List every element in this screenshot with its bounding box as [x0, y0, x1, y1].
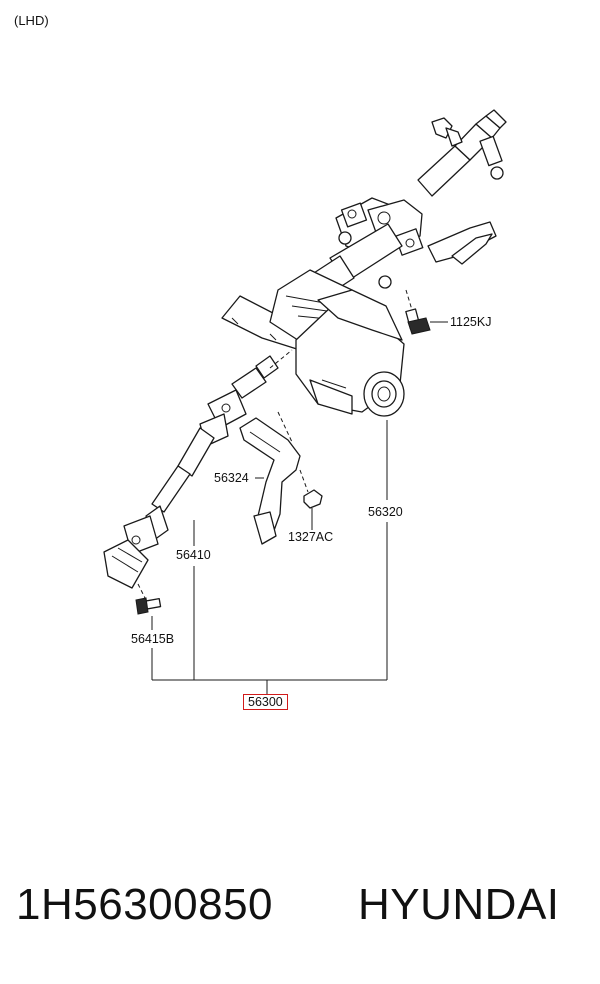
brand-name: HYUNDAI	[358, 880, 560, 929]
tilt-lever-56324	[239, 411, 301, 545]
eps-motor-housing	[269, 269, 405, 417]
leader-lines	[151, 321, 448, 694]
bolt-56415b	[135, 583, 162, 615]
lhd-note: (LHD)	[14, 13, 49, 28]
label-56300-assembly: 56300	[243, 694, 288, 710]
label-1327ac: 1327AC	[288, 530, 334, 544]
nut-1327ac	[299, 469, 323, 509]
label-56415b: 56415B	[131, 632, 175, 646]
label-56410: 56410	[176, 548, 211, 562]
label-56324: 56324	[214, 471, 249, 485]
label-56320: 56320	[368, 505, 403, 519]
upper-column-tube	[417, 109, 507, 197]
part-number: 1H56300850	[16, 880, 274, 929]
label-1125kj: 1125KJ	[450, 315, 492, 329]
bolt-1125kj	[405, 289, 431, 335]
intermediate-shaft	[103, 349, 293, 589]
